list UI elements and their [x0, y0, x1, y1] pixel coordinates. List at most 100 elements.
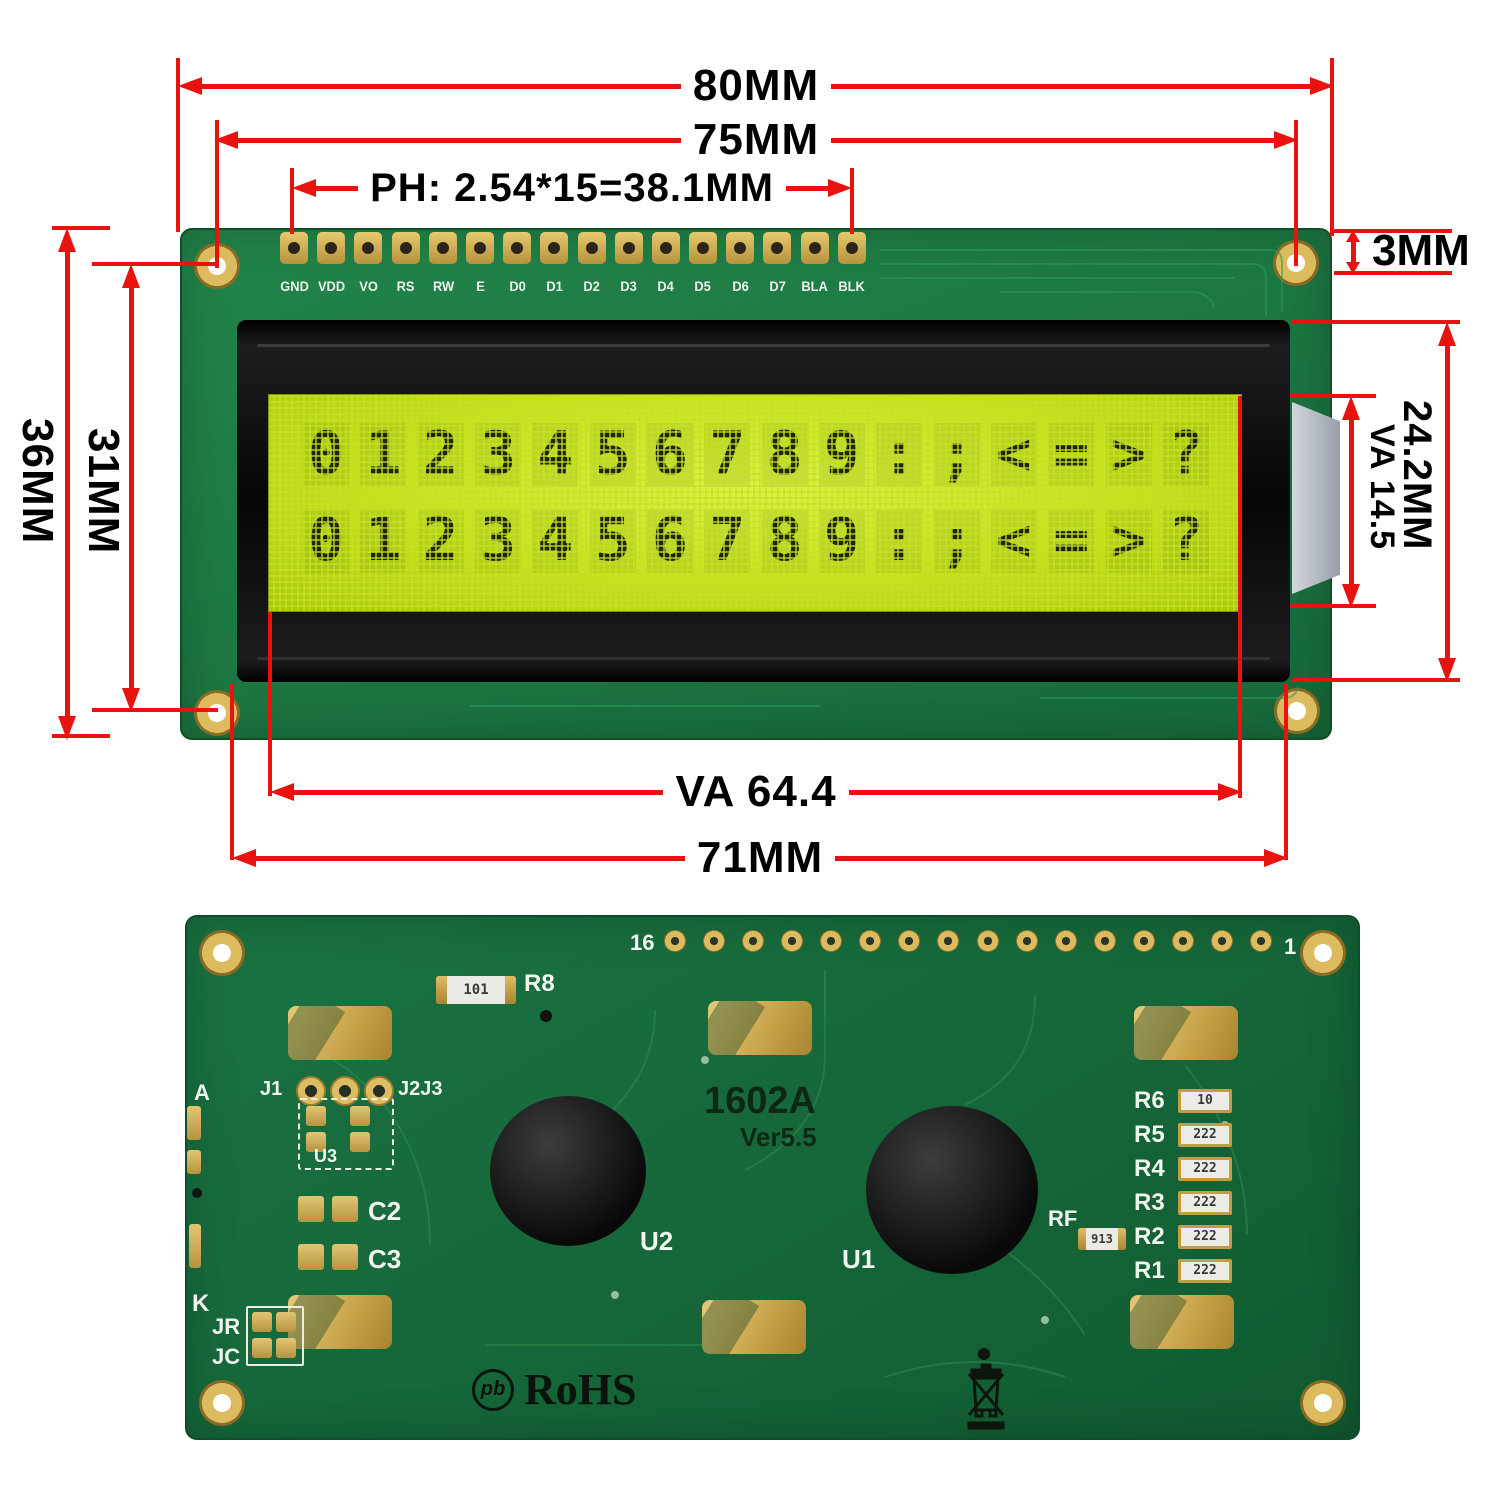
- pin-pad: [540, 232, 569, 264]
- resistor-label: R1: [1134, 1257, 1165, 1284]
- dim-24-2mm-label: 24.2MM: [1395, 400, 1439, 551]
- solder-pad: [1015, 930, 1038, 952]
- lcd-char: 1: [360, 423, 407, 487]
- resistor-chip: 222: [1178, 1157, 1232, 1181]
- u3-pad: [350, 1106, 370, 1126]
- lcd-connector-tab: [1292, 402, 1340, 594]
- solder-pad: [1132, 930, 1155, 952]
- resistor-label: R2: [1134, 1223, 1165, 1250]
- lcd-char: =: [1048, 509, 1095, 573]
- c3-label: C3: [368, 1244, 402, 1274]
- pad-number-16: 16: [630, 930, 655, 955]
- pin-label: BLK: [838, 278, 865, 294]
- dim-extension-line: [290, 168, 294, 234]
- solder-pad: [703, 930, 726, 952]
- lcd-char: 9: [818, 509, 865, 573]
- via-dot: [978, 1348, 990, 1360]
- rohs-mark: pb RoHS: [472, 1364, 636, 1415]
- lcd-char: 6: [646, 423, 693, 487]
- dim-extension-line: [230, 684, 234, 860]
- resistor-chip: 222: [1178, 1123, 1232, 1147]
- u2-chip-blob: [490, 1096, 646, 1246]
- pin-label: RS: [396, 278, 415, 294]
- pin-label: D2: [583, 278, 600, 294]
- resistor-chip: 222: [1178, 1259, 1232, 1283]
- pin-pad: [837, 232, 866, 264]
- lcd-char: :: [876, 509, 923, 573]
- dim-va-64-4-label: VA 64.4: [675, 767, 837, 816]
- resistor-row: R2 222: [1134, 1222, 1232, 1252]
- solder-pad: [742, 930, 765, 952]
- k-label: K: [192, 1290, 210, 1317]
- dim-80mm: 80MM: [178, 61, 1334, 110]
- via-dot: [540, 1010, 552, 1022]
- pin-label: D6: [731, 278, 749, 294]
- lcd-char: 4: [532, 423, 579, 487]
- dim-71mm-label: 71MM: [696, 833, 824, 882]
- lcd-char: >: [1105, 423, 1152, 487]
- pin-label: VO: [359, 278, 379, 294]
- mounting-hole: [199, 930, 245, 976]
- dim-80mm-label: 80MM: [692, 61, 820, 110]
- mounting-hole: [199, 1380, 245, 1426]
- pb-free-icon: pb: [472, 1368, 514, 1411]
- lcd-char: ;: [933, 423, 980, 487]
- jc-pad: [252, 1338, 272, 1358]
- r8-label: R8: [524, 970, 555, 997]
- solder-pad: [937, 930, 960, 952]
- dim-3mm-label: 3MM: [1372, 226, 1470, 275]
- jc-pad: [276, 1338, 296, 1358]
- resistor-chip: 222: [1178, 1225, 1232, 1249]
- lcd-char: >: [1105, 509, 1152, 573]
- edge-pad: [187, 1106, 201, 1140]
- lcd-char: <: [990, 509, 1037, 573]
- lcd-char: 3: [474, 423, 521, 487]
- lcd-char: 6: [646, 509, 693, 573]
- pin-pad: [354, 232, 383, 264]
- lcd-char: 9: [818, 423, 865, 487]
- dim-pin-pitch: PH: 2.54*15=38.1MM: [292, 164, 853, 212]
- resistor-label: R3: [1134, 1189, 1165, 1216]
- c2-pad: [298, 1196, 324, 1222]
- pin-label: D7: [768, 278, 786, 294]
- solder-pad: [1054, 930, 1077, 952]
- dim-tick: [1334, 271, 1452, 275]
- dim-tick: [92, 262, 218, 266]
- model-text: 1602A: [704, 1080, 816, 1122]
- solder-pad: [1171, 930, 1194, 952]
- pin-pad: [651, 232, 680, 264]
- mounting-hole: [1300, 1380, 1346, 1426]
- pin-pad: [317, 232, 346, 264]
- dim-extension-line: [1238, 396, 1242, 798]
- bezel-solder-tab: [708, 1001, 812, 1055]
- lcd-char: 8: [761, 423, 808, 487]
- bezel-solder-tab: [1134, 1006, 1238, 1060]
- lcd-char: ;: [933, 509, 980, 573]
- rf-chip: 913: [1078, 1228, 1126, 1250]
- a-label: A: [194, 1080, 210, 1105]
- lcd-char: 7: [704, 423, 751, 487]
- u3-label: U3: [314, 1146, 338, 1166]
- dim-tick: [92, 708, 218, 712]
- lcd-char: 2: [417, 509, 464, 573]
- jr-pad: [276, 1312, 296, 1332]
- via-dot: [192, 1188, 202, 1198]
- version-text: Ver5.5: [740, 1122, 817, 1152]
- dim-36mm-label: 36MM: [13, 418, 62, 545]
- lcd-char: ?: [1162, 423, 1209, 487]
- pin-label: VDD: [318, 278, 346, 294]
- dim-75mm-label: 75MM: [692, 115, 820, 164]
- pin-pad: [614, 232, 643, 264]
- lcd-char: 5: [589, 509, 636, 573]
- solder-pad: [1093, 930, 1116, 952]
- lcd-char: :: [876, 423, 923, 487]
- c3-pad: [332, 1244, 358, 1270]
- weee-bin-icon: [967, 1363, 1005, 1430]
- dim-75mm: 75MM: [214, 115, 1298, 164]
- dim-24-2mm: [1438, 322, 1456, 682]
- resistor-label: R6: [1134, 1087, 1165, 1114]
- lcd-char: 5: [589, 423, 636, 487]
